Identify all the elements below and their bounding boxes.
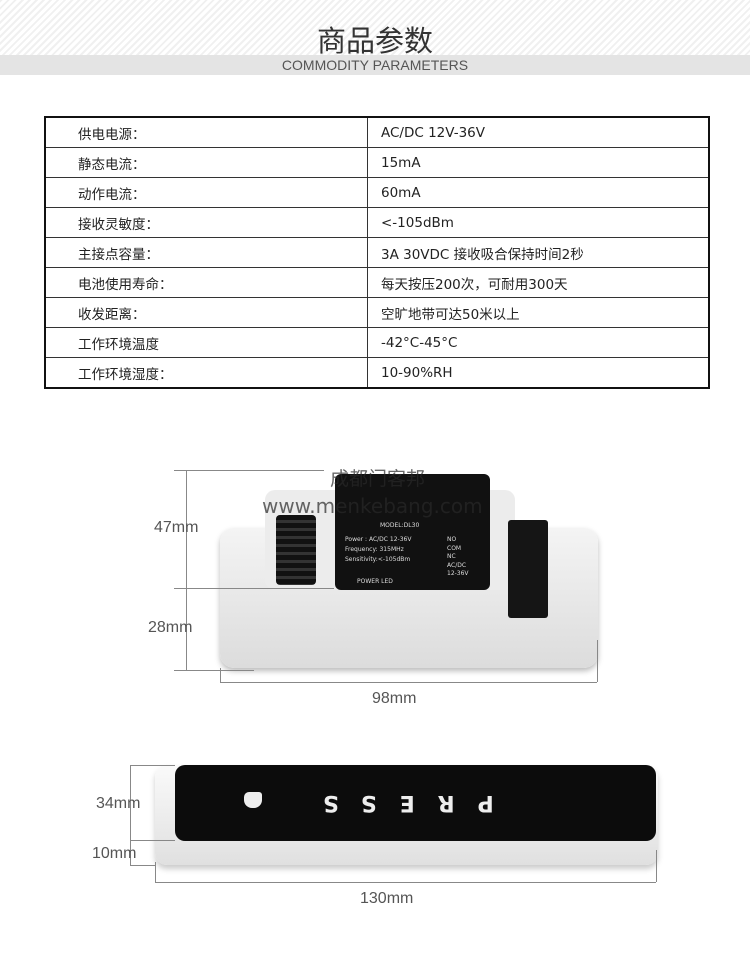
dim-line-vertical bbox=[186, 470, 187, 670]
plate-pins: NO COM NC AC/DC 12-36V bbox=[447, 536, 469, 577]
spec-row: 工作环境湿度： 10-90%RH bbox=[44, 357, 710, 389]
dim-tick bbox=[130, 765, 175, 766]
spec-label: 收发距离： bbox=[44, 297, 368, 328]
dim-width: 98mm bbox=[372, 690, 417, 707]
spec-value: 空旷地带可达50米以上 bbox=[367, 297, 710, 328]
spec-label: 工作环境湿度： bbox=[44, 357, 368, 389]
dim-tick bbox=[130, 865, 155, 866]
plate-frequency: Frequency: 315MHz bbox=[345, 546, 404, 553]
spec-label: 动作电流： bbox=[44, 177, 368, 208]
spec-row: 接收灵敏度：<-105dBm bbox=[44, 207, 710, 238]
dim-remote-width: 130mm bbox=[360, 890, 414, 907]
dim-tick bbox=[597, 640, 598, 682]
watermark-cn: 成都门客邦 bbox=[330, 468, 426, 490]
dim-remote-top: 34mm bbox=[96, 795, 141, 812]
spec-value: 15mA bbox=[367, 147, 710, 178]
dim-height-total: 47mm bbox=[154, 519, 199, 536]
spec-row: 供电电源：AC/DC 12V-36V bbox=[44, 116, 710, 148]
spec-value: 每天按压200次，可耐用300天 bbox=[367, 267, 710, 298]
plate-model: MODEL:DL30 bbox=[380, 522, 420, 529]
dim-tick bbox=[174, 588, 334, 589]
header-bar bbox=[0, 55, 750, 75]
dim-height-base: 28mm bbox=[148, 619, 193, 636]
spec-value: 60mA bbox=[367, 177, 710, 208]
dim-remote-base: 10mm bbox=[92, 845, 137, 862]
dim-tick bbox=[174, 470, 324, 471]
dim-tick bbox=[174, 670, 254, 671]
hand-icon bbox=[244, 792, 262, 808]
page-title: 商品参数 bbox=[316, 24, 433, 58]
spec-row: 动作电流：60mA bbox=[44, 177, 710, 208]
dim-tick bbox=[130, 840, 175, 841]
page-subtitle: COMMODITY PARAMETERS bbox=[281, 57, 469, 73]
spec-label: 电池使用寿命： bbox=[44, 267, 368, 298]
plate-led: POWER LED bbox=[357, 578, 393, 585]
spec-row: 电池使用寿命：每天按压200次，可耐用300天 bbox=[44, 267, 710, 298]
spec-row: 工作环境温度-42°C-45°C bbox=[44, 327, 710, 358]
spec-row: 收发距离：空旷地带可达50米以上 bbox=[44, 297, 710, 328]
antenna-coil bbox=[276, 515, 316, 585]
spec-label: 静态电流： bbox=[44, 147, 368, 178]
dim-line-horizontal bbox=[220, 682, 597, 683]
dim-line-vertical bbox=[130, 765, 131, 865]
spec-label: 接收灵敏度： bbox=[44, 207, 368, 238]
spec-value: 3A 30VDC 接收吸合保持时间2秒 bbox=[367, 237, 710, 268]
spec-label: 供电电源： bbox=[44, 116, 368, 148]
dim-line-horizontal bbox=[155, 882, 656, 883]
dim-tick bbox=[155, 862, 156, 882]
spec-value: AC/DC 12V-36V bbox=[367, 116, 710, 148]
press-text: PRESS bbox=[300, 790, 494, 815]
plate-power: Power : AC/DC 12-36V bbox=[345, 536, 412, 543]
spec-value: -42°C-45°C bbox=[367, 327, 710, 358]
header-pattern bbox=[0, 0, 750, 55]
plate-sensitivity: Sensitivity:<-105dBm bbox=[345, 556, 411, 563]
watermark-url: www.menkebang.com bbox=[262, 494, 483, 518]
spec-row: 静态电流：15mA bbox=[44, 147, 710, 178]
spec-row: 主接点容量：3A 30VDC 接收吸合保持时间2秒 bbox=[44, 237, 710, 268]
receiver-label-plate: MODEL:DL30 Power : AC/DC 12-36V Frequenc… bbox=[335, 474, 490, 590]
spec-label: 工作环境温度 bbox=[44, 327, 368, 358]
spec-value: <-105dBm bbox=[367, 207, 710, 238]
spec-label: 主接点容量： bbox=[44, 237, 368, 268]
dim-tick bbox=[656, 850, 657, 882]
spec-value: 10-90%RH bbox=[367, 357, 710, 389]
dim-tick bbox=[220, 668, 221, 682]
terminal-block bbox=[508, 520, 548, 618]
